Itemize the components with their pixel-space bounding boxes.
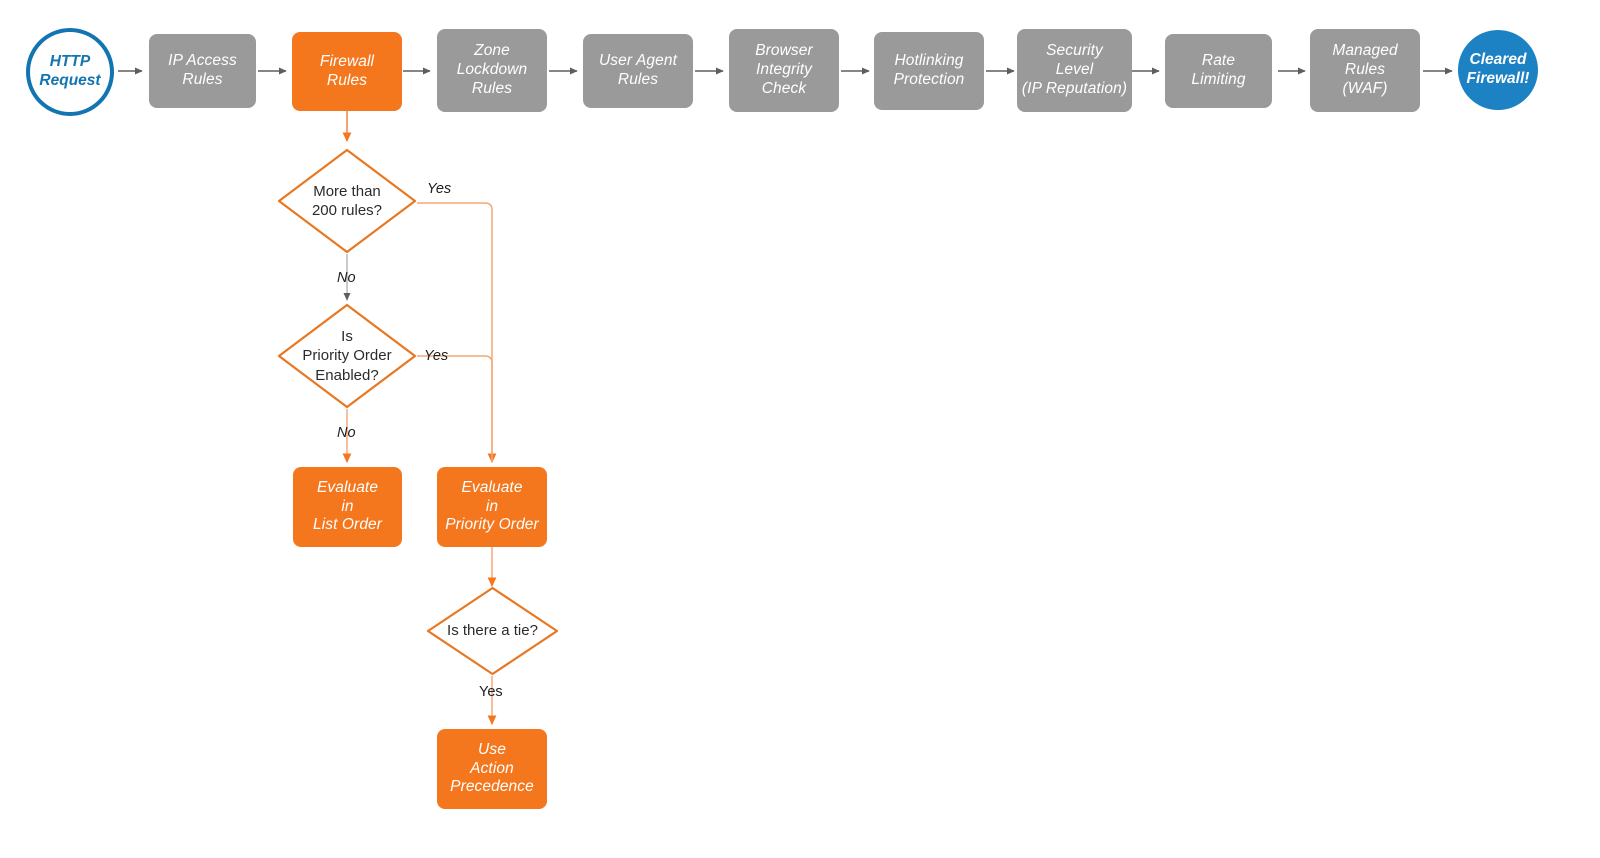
node-evaluate-in-list-order[interactable]: Evaluate in List Order [294,468,401,546]
decision-is-there-a-tie[interactable]: Is there a tie? [426,586,559,676]
node-managed-rules-waf[interactable]: Managed Rules (WAF) [1311,30,1419,111]
node-ip-access-rules[interactable]: IP Access Rules [150,35,255,107]
node-evaluate-in-priority-order-label: Evaluate in Priority Order [445,478,539,534]
diamond-shape [277,303,417,409]
node-firewall-rules-label: Firewall Rules [319,52,375,89]
node-http-request[interactable]: HTTP Request [26,28,114,116]
diamond-shape [426,586,559,676]
node-rate-limiting-label: Rate Limiting [1191,52,1246,88]
node-rate-limiting[interactable]: Rate Limiting [1166,35,1271,107]
decision-is-there-a-tie-label: Is there a tie? [447,622,538,640]
node-use-action-precedence-label: Use Action Precedence [450,740,534,796]
edge-label-more-rules-no: No [337,270,356,286]
decision-is-priority-order-enabled[interactable]: Is Priority Order Enabled? [277,303,417,409]
node-use-action-precedence[interactable]: Use Action Precedence [438,730,546,808]
edge-label-priority-order-yes: Yes [424,348,449,364]
node-evaluate-in-priority-order[interactable]: Evaluate in Priority Order [438,468,546,546]
node-zone-lockdown-rules[interactable]: Zone Lockdown Rules [438,30,546,111]
node-managed-rules-waf-label: Managed Rules (WAF) [1332,42,1398,97]
node-firewall-rules[interactable]: Firewall Rules [293,33,401,110]
node-browser-integrity-check-label: Browser Integrity Check [755,42,813,97]
decision-is-priority-order-enabled-label: Is Priority Order Enabled? [302,328,392,384]
node-user-agent-rules[interactable]: User Agent Rules [584,35,692,107]
node-security-level-label: Security Level (IP Reputation) [1021,42,1128,97]
node-cleared-firewall[interactable]: Cleared Firewall! [1458,30,1538,110]
diamond-shape [277,148,417,254]
node-zone-lockdown-rules-label: Zone Lockdown Rules [456,42,528,97]
node-cleared-firewall-label: Cleared Firewall! [1466,51,1530,87]
edge-label-priority-order-no: No [337,425,356,441]
decision-more-than-200-rules-label: More than 200 rules? [311,182,383,219]
node-ip-access-rules-label: IP Access Rules [168,52,237,88]
edge-label-tie-yes: Yes [479,684,503,700]
edge-priority-order-yes [417,355,493,462]
edge-label-more-rules-yes: Yes [427,181,452,197]
node-hotlinking-protection[interactable]: Hotlinking Protection [875,33,983,109]
node-evaluate-in-list-order-label: Evaluate in List Order [312,478,383,534]
node-http-request-label: HTTP Request [39,53,101,89]
node-security-level[interactable]: Security Level (IP Reputation) [1018,30,1131,111]
node-browser-integrity-check[interactable]: Browser Integrity Check [730,30,838,111]
decision-more-than-200-rules[interactable]: More than 200 rules? [277,148,417,254]
node-hotlinking-protection-label: Hotlinking Protection [893,52,965,88]
edge-more-rules-yes [417,202,497,464]
node-user-agent-rules-label: User Agent Rules [599,52,677,88]
